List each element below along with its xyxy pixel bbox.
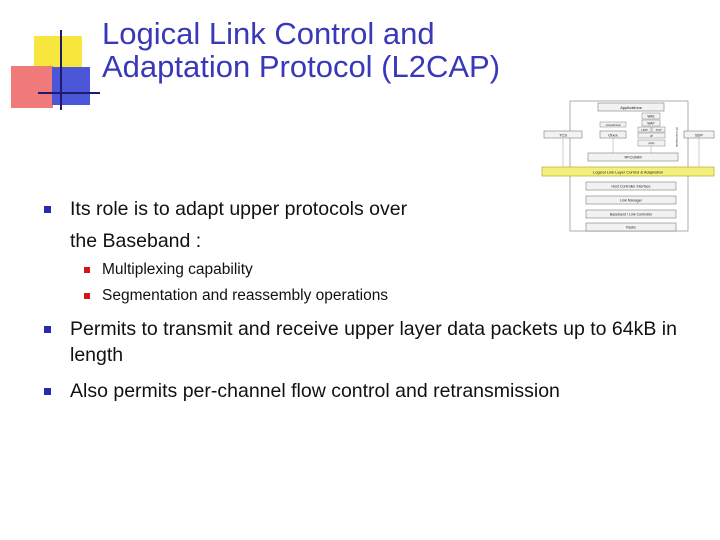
diagram-applications-box	[597, 102, 665, 112]
sub-bullet-multiplexing: Multiplexing capability	[44, 260, 704, 280]
sub-bullet-text: Multiplexing capability	[102, 261, 253, 278]
diagram-l2cap-label: Logical Link Layer Control & Adaptation	[593, 170, 663, 175]
diagram-applications-label: Applications	[620, 105, 642, 110]
logo-horizontal-line	[38, 92, 100, 94]
title-line-1: Logical Link Control and	[102, 16, 435, 51]
diagram-link-manager-label: Link Manager	[620, 199, 643, 203]
logo-red-square	[11, 66, 53, 108]
diagram-obex-label: Obex	[608, 133, 618, 138]
sub-bullet-text: Segmentation and reassembly operations	[102, 287, 389, 304]
diagram-baseband-label: Baseband / Link Controller	[610, 213, 653, 217]
diagram-rfcomm-label: RFCOMM	[624, 156, 641, 160]
bullet-text: Also permits per-channel flow control an…	[70, 380, 560, 402]
logo-blue-square	[52, 67, 90, 105]
diagram-radio-label: Radio	[626, 226, 635, 230]
bullet-text: Its role is to adapt upper protocols ove…	[70, 198, 408, 220]
bullet-item-flow-control: Also permits per-channel flow control an…	[44, 378, 704, 404]
bullet-item-role: Its role is to adapt upper protocols ove…	[44, 196, 704, 222]
sub-bullet-square-icon	[84, 267, 90, 273]
slide-title: Logical Link Control and Adaptation Prot…	[102, 17, 500, 83]
bullet-square-icon	[44, 206, 51, 213]
sub-bullet-square-icon	[84, 293, 90, 299]
bullet-square-icon	[44, 326, 51, 333]
title-line-2: Adaptation Protocol (L2CAP)	[102, 49, 501, 84]
bluetooth-protocol-stack-diagram: Applications WAE WAP UDP TCP IP PPP AT-C…	[538, 97, 718, 237]
diagram-wae-label: WAE	[647, 115, 654, 119]
bullet-text: Permits to transmit and receive upper la…	[70, 318, 677, 366]
diagram-ppp-label: PPP	[648, 142, 654, 146]
diagram-udp-label: UDP	[641, 128, 647, 132]
diagram-at-commands-label: AT-Commands	[675, 127, 679, 147]
bullet-item-transmit: Permits to transmit and receive upper la…	[44, 316, 704, 368]
diagram-sdp-label: SDP	[695, 133, 704, 138]
diagram-tcs-label: TCS	[559, 133, 567, 138]
bullet-list: Its role is to adapt upper protocols ove…	[44, 196, 704, 404]
diagram-ip-label: IP	[650, 134, 653, 138]
logo-vertical-line	[60, 30, 62, 110]
diagram-hci-label: Host Controller Interface	[612, 185, 651, 189]
sub-bullet-segmentation: Segmentation and reassembly operations	[44, 286, 704, 306]
diagram-vcard-label: vCard/vCal	[606, 123, 621, 127]
diagram-wap-label: WAP	[647, 122, 654, 126]
bullet-continuation: the Baseband :	[70, 230, 202, 252]
bullet-square-icon	[44, 388, 51, 395]
diagram-tcp-label: TCP	[656, 128, 662, 132]
diagram-l2cap-box	[541, 166, 715, 177]
